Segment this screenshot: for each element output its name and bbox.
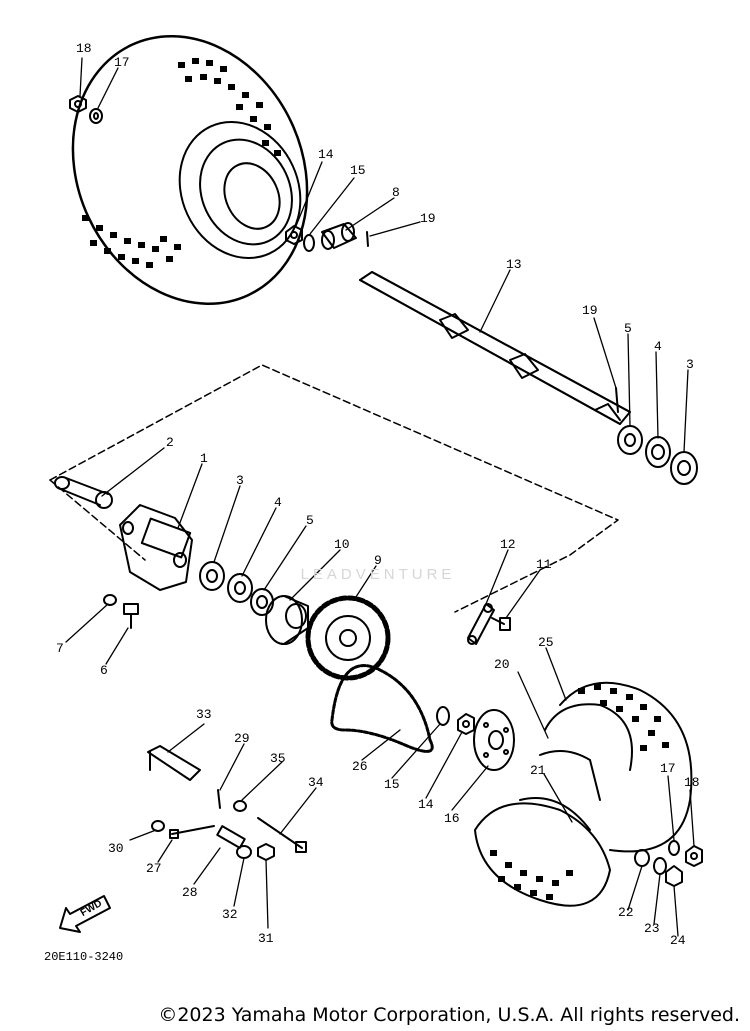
- callout-21: 21: [530, 763, 546, 778]
- callout-11: 11: [536, 557, 552, 572]
- callout-34: 34: [308, 775, 324, 790]
- callout-28: 28: [182, 885, 198, 900]
- callout-31: 31: [258, 931, 274, 946]
- sprocket-hub: [265, 595, 309, 645]
- washer-23: [653, 857, 667, 875]
- callout-27: 27: [146, 861, 162, 876]
- bearing-right-3: [670, 451, 698, 485]
- callout-1: 1: [200, 451, 208, 466]
- link-28: [216, 825, 246, 849]
- oil-seal-left-4: [227, 573, 253, 603]
- callout-12: 12: [500, 537, 516, 552]
- washer-30: [151, 820, 165, 832]
- callout-7: 7: [56, 641, 64, 656]
- callout-35: 35: [270, 751, 286, 766]
- wheel-hub: [473, 709, 515, 771]
- callout-17: 17: [114, 55, 130, 70]
- callout-14: 14: [418, 797, 434, 812]
- callout-5: 5: [624, 321, 632, 336]
- washer-32: [236, 845, 252, 859]
- chain-adjuster: [467, 603, 495, 645]
- tire-tread-pattern: [82, 58, 281, 268]
- axle-nut-upper: [285, 225, 303, 245]
- nut-24: [665, 865, 683, 887]
- callout-9: 9: [374, 553, 382, 568]
- callout-32: 32: [222, 907, 238, 922]
- washer-17-lower: [668, 840, 680, 856]
- callout-15: 15: [384, 777, 400, 792]
- callout-14: 14: [318, 147, 334, 162]
- callout-5: 5: [306, 513, 314, 528]
- oil-seal-left-5: [250, 588, 274, 616]
- callout-26: 26: [352, 759, 368, 774]
- bolt-34: [257, 817, 307, 853]
- pin-29: [217, 789, 221, 809]
- bracket-33: [147, 745, 201, 781]
- axle-nut-lower: [457, 713, 475, 735]
- washer-7: [103, 594, 117, 606]
- callout-18: 18: [684, 775, 700, 790]
- bearing-left-3: [199, 561, 225, 591]
- callout-13: 13: [506, 257, 522, 272]
- callout-2: 2: [166, 435, 174, 450]
- bolt-6: [123, 603, 139, 629]
- oil-seal-right-4: [645, 436, 671, 468]
- washer-22: [634, 849, 650, 867]
- callout-24: 24: [670, 933, 686, 948]
- callout-16: 16: [444, 811, 460, 826]
- rear-axle-shaft: [359, 271, 631, 425]
- callout-25: 25: [538, 635, 554, 650]
- callout-3: 3: [686, 357, 694, 372]
- right-wheel: [474, 681, 693, 907]
- assembly-outline: [49, 364, 619, 613]
- callout-4: 4: [274, 495, 282, 510]
- bolt-27: [169, 825, 215, 839]
- nut-31: [257, 843, 275, 861]
- callout-4: 4: [654, 339, 662, 354]
- fwd-arrow-icon: [59, 895, 111, 933]
- washer-35: [233, 800, 247, 812]
- cotter-pin-right: [615, 387, 619, 413]
- callout-30: 30: [108, 841, 124, 856]
- bearing-right-5: [617, 425, 643, 455]
- tire-tread-pattern-right: [490, 684, 669, 900]
- callout-19: 19: [582, 303, 598, 318]
- callout-8: 8: [392, 185, 400, 200]
- callout-3: 3: [236, 473, 244, 488]
- drive-chain: [330, 664, 434, 753]
- leader-lines: [65, 57, 695, 937]
- callout-6: 6: [100, 663, 108, 678]
- callout-17: 17: [660, 761, 676, 776]
- watermark: LEADVENTURE: [300, 566, 456, 583]
- rear-axle-exploded-diagram: [49, 35, 703, 937]
- left-wheel: [71, 35, 309, 305]
- callout-23: 23: [644, 921, 660, 936]
- bolt-11: [491, 617, 511, 631]
- nut-18-lower: [685, 845, 703, 867]
- rear-sprocket: [305, 595, 391, 681]
- washer-left: [89, 108, 103, 124]
- callout-10: 10: [334, 537, 350, 552]
- lock-washer-lower: [436, 706, 450, 726]
- diagram-code: 20E110-3240: [44, 950, 124, 964]
- callout-15: 15: [350, 163, 366, 178]
- cotter-pin-upper: [366, 231, 369, 247]
- lock-washer-upper: [303, 234, 315, 252]
- callout-19: 19: [420, 211, 436, 226]
- spacer-tube: [54, 476, 113, 509]
- callout-22: 22: [618, 905, 634, 920]
- callout-18: 18: [76, 41, 92, 56]
- callout-29: 29: [234, 731, 250, 746]
- callout-20: 20: [494, 657, 510, 672]
- copyright-notice: ©2023 Yamaha Motor Corporation, U.S.A. A…: [158, 1004, 740, 1026]
- wheel-nut-left: [69, 95, 87, 113]
- axle-collar: [321, 222, 357, 250]
- axle-housing: [119, 504, 193, 591]
- callout-33: 33: [196, 707, 212, 722]
